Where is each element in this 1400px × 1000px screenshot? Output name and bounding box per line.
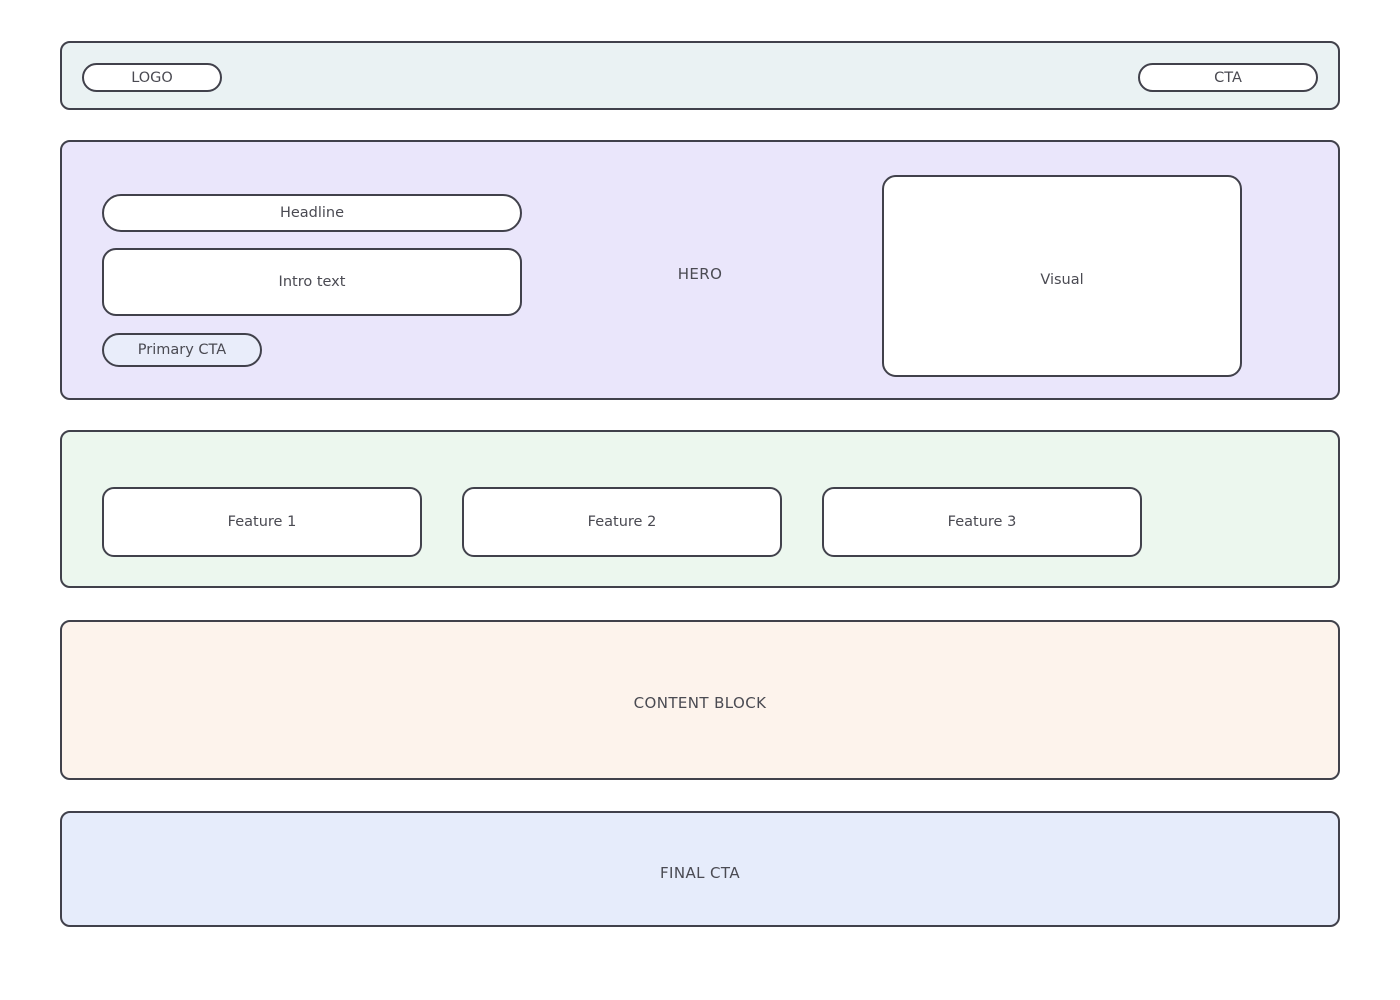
logo-label: LOGO xyxy=(131,69,173,86)
hero-headline-label: Headline xyxy=(279,205,345,221)
content-block-label: CONTENT BLOCK xyxy=(633,694,767,712)
hero-primary-cta-button[interactable]: Primary CTA xyxy=(102,333,262,367)
hero-primary-cta-label: Primary CTA xyxy=(137,342,227,358)
feature-card-label: Feature 2 xyxy=(587,514,657,530)
logo-placeholder[interactable]: LOGO xyxy=(82,63,222,92)
features-section: Feature 1 Feature 2 Feature 3 xyxy=(60,430,1340,588)
hero-intro-label: Intro text xyxy=(278,274,346,290)
final-cta-section[interactable]: FINAL CTA xyxy=(60,811,1340,927)
hero-intro-placeholder: Intro text xyxy=(102,248,522,316)
header-cta-label: CTA xyxy=(1214,69,1242,86)
feature-card[interactable]: Feature 3 xyxy=(822,487,1142,557)
feature-card-label: Feature 3 xyxy=(947,514,1017,530)
hero-visual-placeholder: Visual xyxy=(882,175,1242,377)
feature-card-label: Feature 1 xyxy=(227,514,297,530)
hero-section: Headline Intro text Primary CTA HERO Vis… xyxy=(60,140,1340,400)
final-cta-label: FINAL CTA xyxy=(660,864,740,882)
hero-headline-placeholder: Headline xyxy=(102,194,522,232)
content-block-section: CONTENT BLOCK xyxy=(60,620,1340,780)
header-cta-button[interactable]: CTA xyxy=(1138,63,1318,92)
feature-card[interactable]: Feature 2 xyxy=(462,487,782,557)
feature-card[interactable]: Feature 1 xyxy=(102,487,422,557)
hero-visual-label: Visual xyxy=(1040,272,1084,288)
header-bar: LOGO CTA xyxy=(60,41,1340,110)
